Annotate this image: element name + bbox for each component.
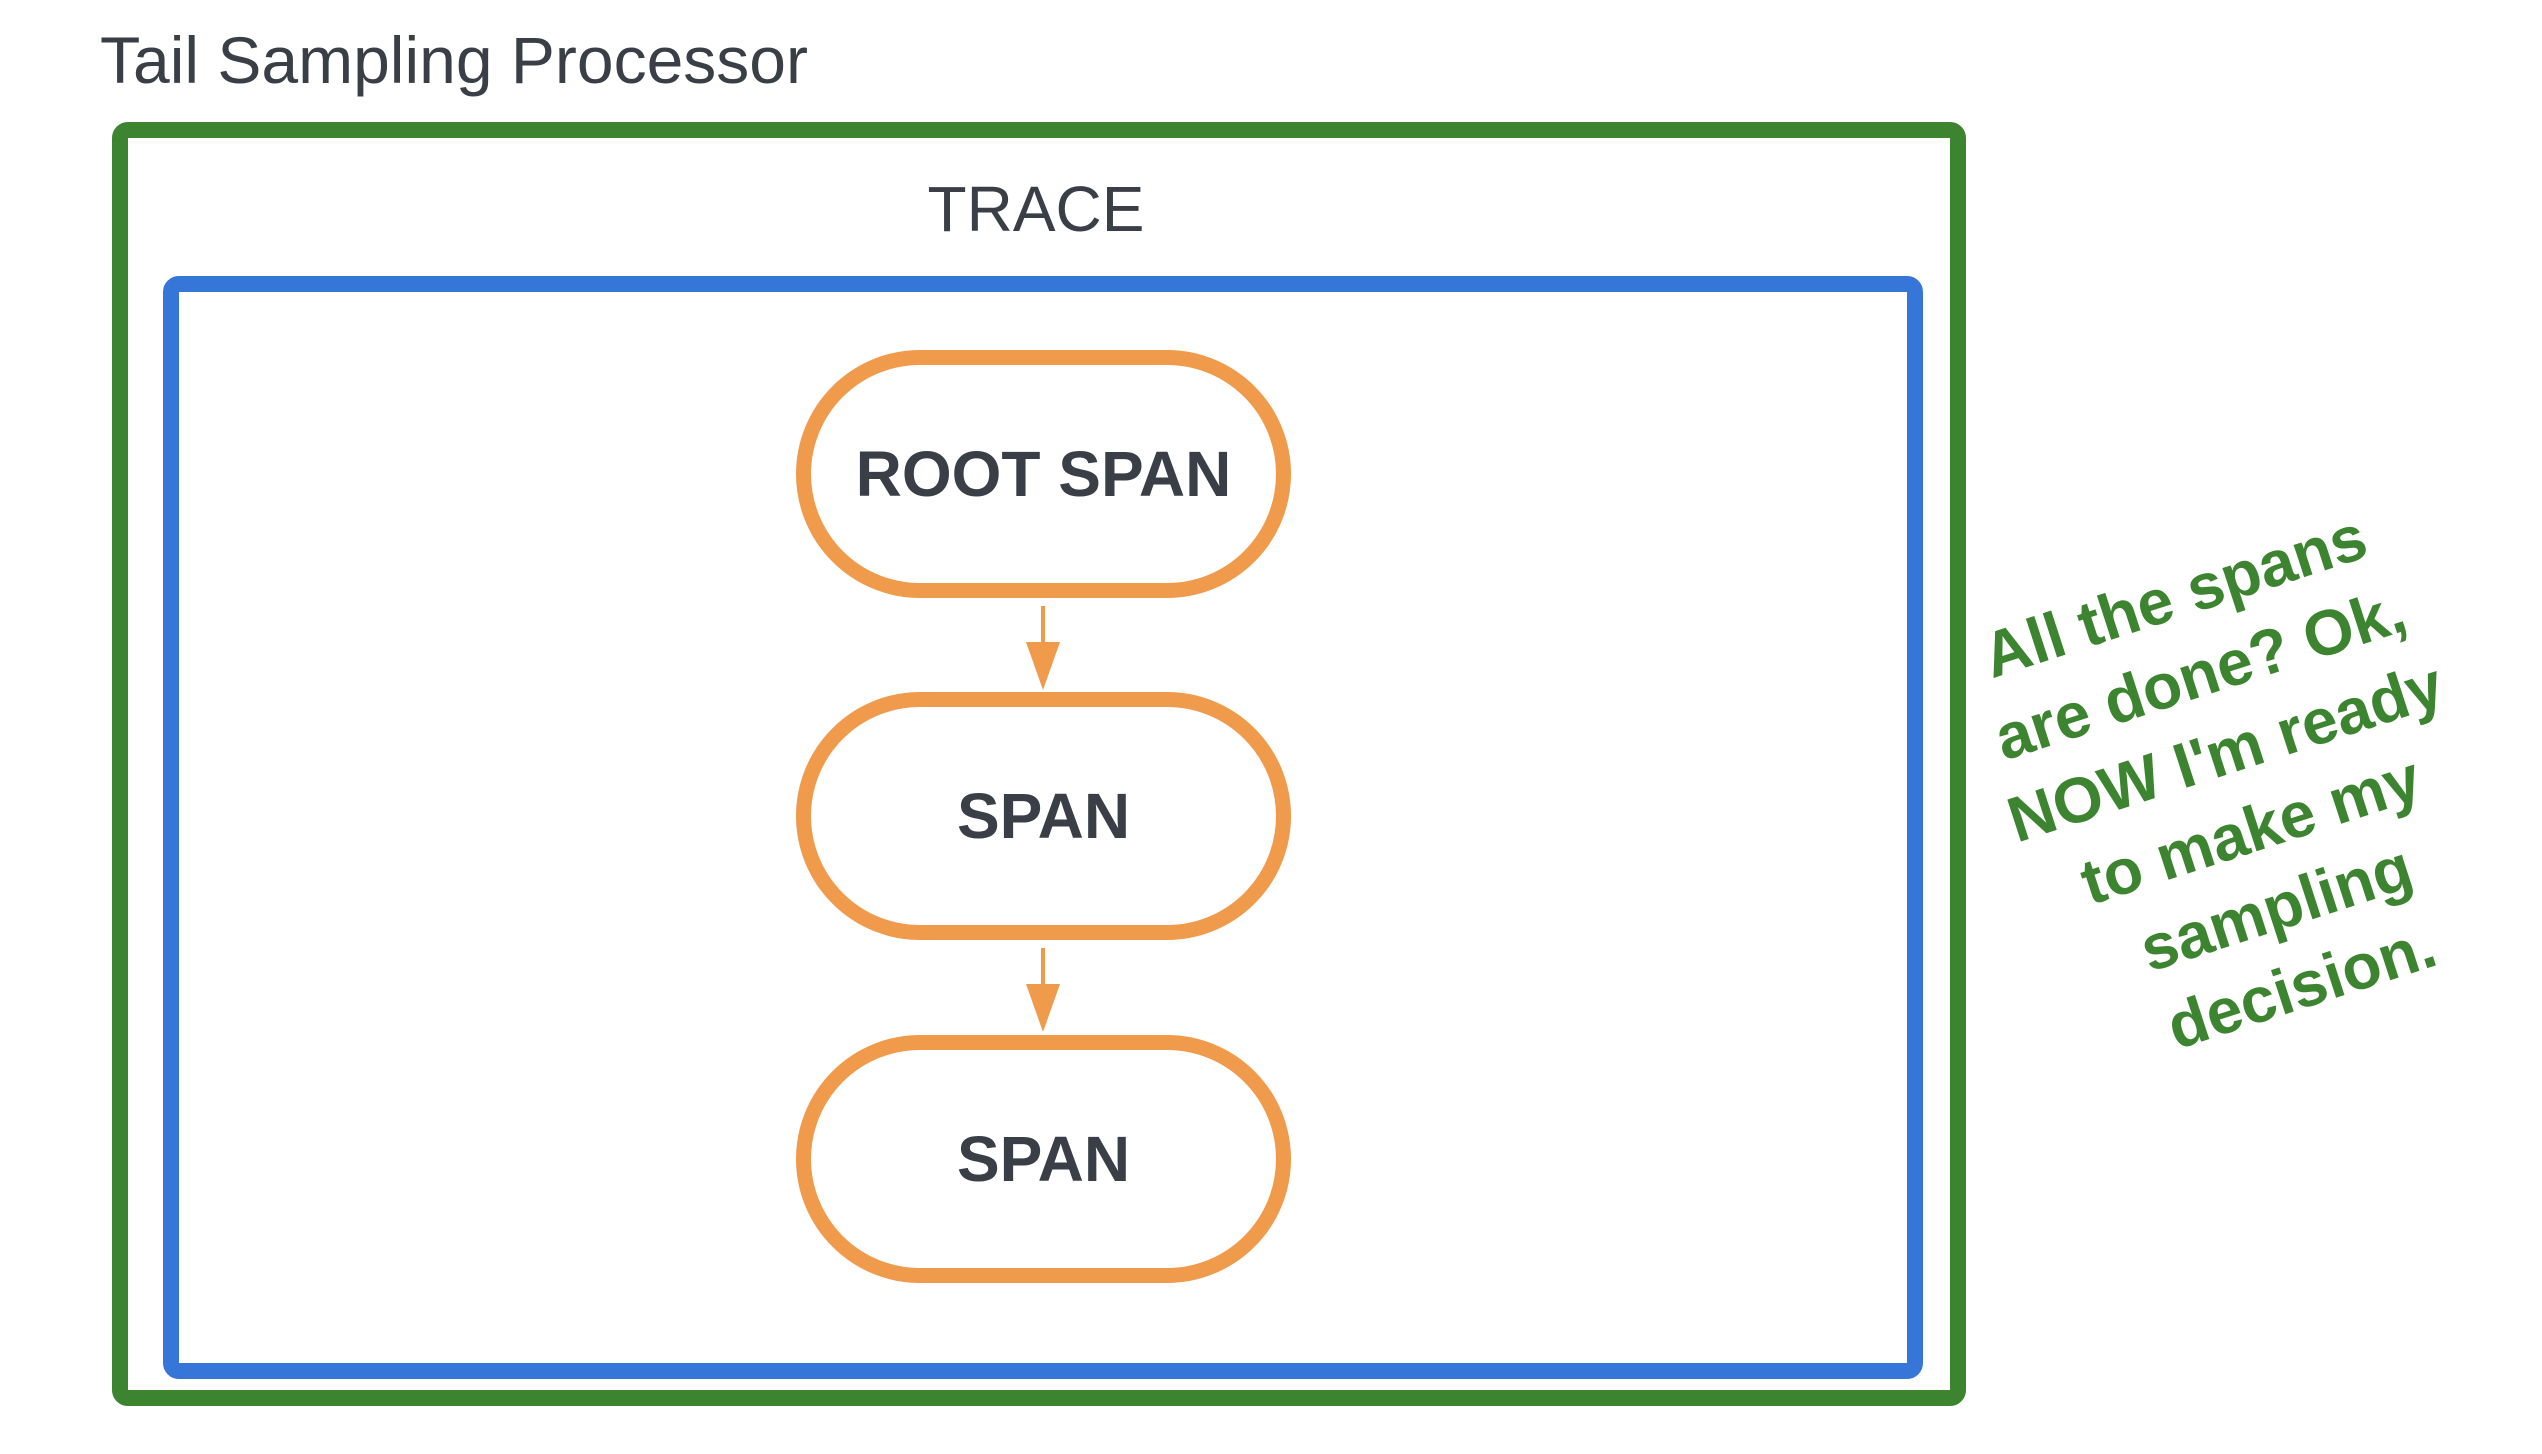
root-span-node: ROOT SPAN <box>796 350 1291 598</box>
trace-box <box>163 276 1923 1379</box>
span-node-2: SPAN <box>796 1035 1291 1283</box>
diagram-title: Tail Sampling Processor <box>100 23 808 97</box>
tail-sampling-processor-box <box>112 122 1966 1406</box>
trace-label: TRACE <box>927 173 1145 245</box>
sampling-decision-note: All the spans are done? Ok, NOW I'm read… <box>1924 480 2542 1102</box>
span-node-1: SPAN <box>796 692 1291 940</box>
